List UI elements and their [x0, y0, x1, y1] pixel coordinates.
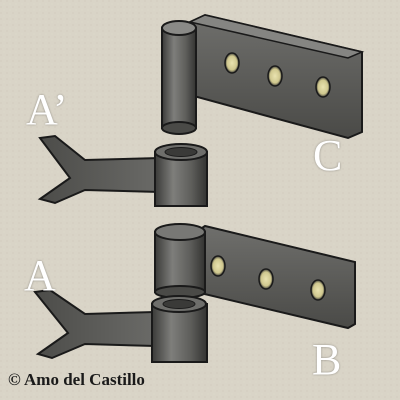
copyright-text: © Amo del Castillo	[8, 370, 145, 389]
hole-icon	[210, 255, 226, 277]
pin-c	[161, 27, 197, 129]
hole-icon	[258, 268, 274, 290]
barrel-b-top	[154, 223, 206, 241]
strap-a	[33, 288, 156, 360]
hole-icon	[224, 52, 240, 74]
label-b: B	[312, 335, 342, 384]
label-a: A	[24, 251, 56, 300]
part-b-hinge-plate	[154, 223, 356, 330]
hole-icon	[315, 76, 331, 98]
barrel-a-bore	[162, 299, 196, 309]
label-a-prime: A’	[26, 85, 68, 134]
part-a-prime-strap	[37, 134, 208, 207]
hole-icon	[267, 65, 283, 87]
barrel-a	[151, 303, 208, 363]
label-c: C	[313, 131, 343, 180]
plate-c-top-edge	[187, 14, 365, 59]
pin-c-top	[161, 20, 197, 36]
barrel-a-prime-bore	[164, 147, 198, 157]
hole-icon	[310, 279, 326, 301]
barrel-b	[154, 231, 206, 293]
pin-c-bottom	[161, 121, 197, 135]
part-a-strap	[33, 288, 208, 363]
part-c-hinge-plate	[161, 13, 365, 140]
strap-a-prime	[37, 134, 161, 205]
